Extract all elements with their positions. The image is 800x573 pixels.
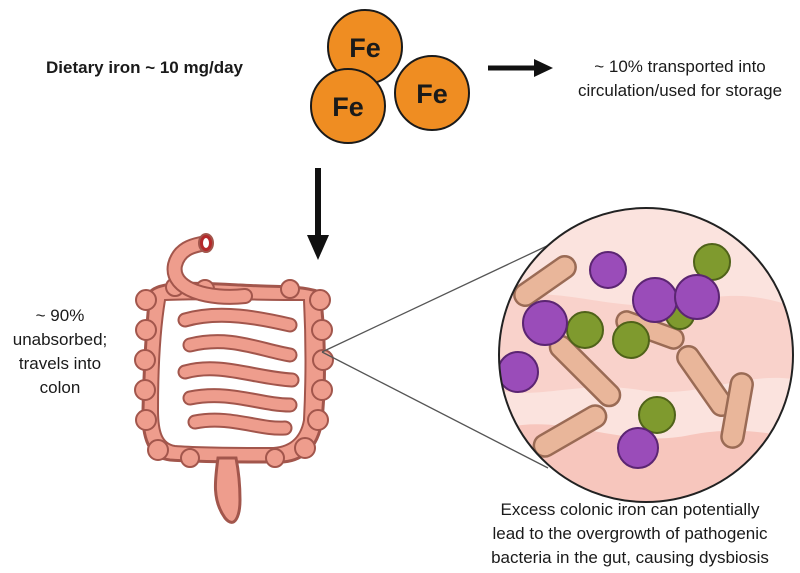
fe-label-right: Fe bbox=[416, 79, 448, 109]
dysbiosis-line-3: bacteria in the gut, causing dysbiosis bbox=[491, 548, 769, 567]
absorbed-line-2: circulation/used for storage bbox=[577, 81, 783, 100]
fe-atom-top: Fe bbox=[327, 9, 403, 85]
arrow-down bbox=[307, 168, 329, 260]
dietary-iron-label: Dietary iron ~ 10 mg/day bbox=[46, 58, 243, 77]
intestine-illustration bbox=[134, 233, 334, 524]
dysbiosis-caption: Excess colonic iron can potentially lead… bbox=[460, 498, 800, 570]
dysbiosis-line-2: lead to the overgrowth of pathogenic bbox=[492, 524, 768, 543]
iron-atoms: Fe Fe Fe bbox=[310, 9, 470, 144]
gut-microbiome-zoom bbox=[498, 207, 794, 503]
absorbed-line-1: ~ 10% transported into bbox=[594, 57, 766, 76]
unabsorbed-iron-label: ~ 90% unabsorbed; travels into colon bbox=[0, 304, 120, 400]
fe-atom-left: Fe bbox=[310, 68, 386, 144]
fe-atom-right: Fe bbox=[394, 55, 470, 131]
fe-label-top: Fe bbox=[349, 33, 381, 63]
unabsorbed-line-4: colon bbox=[39, 378, 81, 397]
dysbiosis-line-1: Excess colonic iron can potentially bbox=[500, 500, 760, 519]
unabsorbed-line-2: unabsorbed; bbox=[12, 330, 108, 349]
fe-label-left: Fe bbox=[332, 92, 364, 122]
absorbed-iron-label: ~ 10% transported into circulation/used … bbox=[560, 55, 800, 103]
zoom-connector-lines bbox=[321, 244, 550, 469]
arrow-right bbox=[488, 59, 553, 77]
unabsorbed-line-1: ~ 90% bbox=[35, 306, 85, 325]
unabsorbed-line-3: travels into bbox=[18, 354, 102, 373]
